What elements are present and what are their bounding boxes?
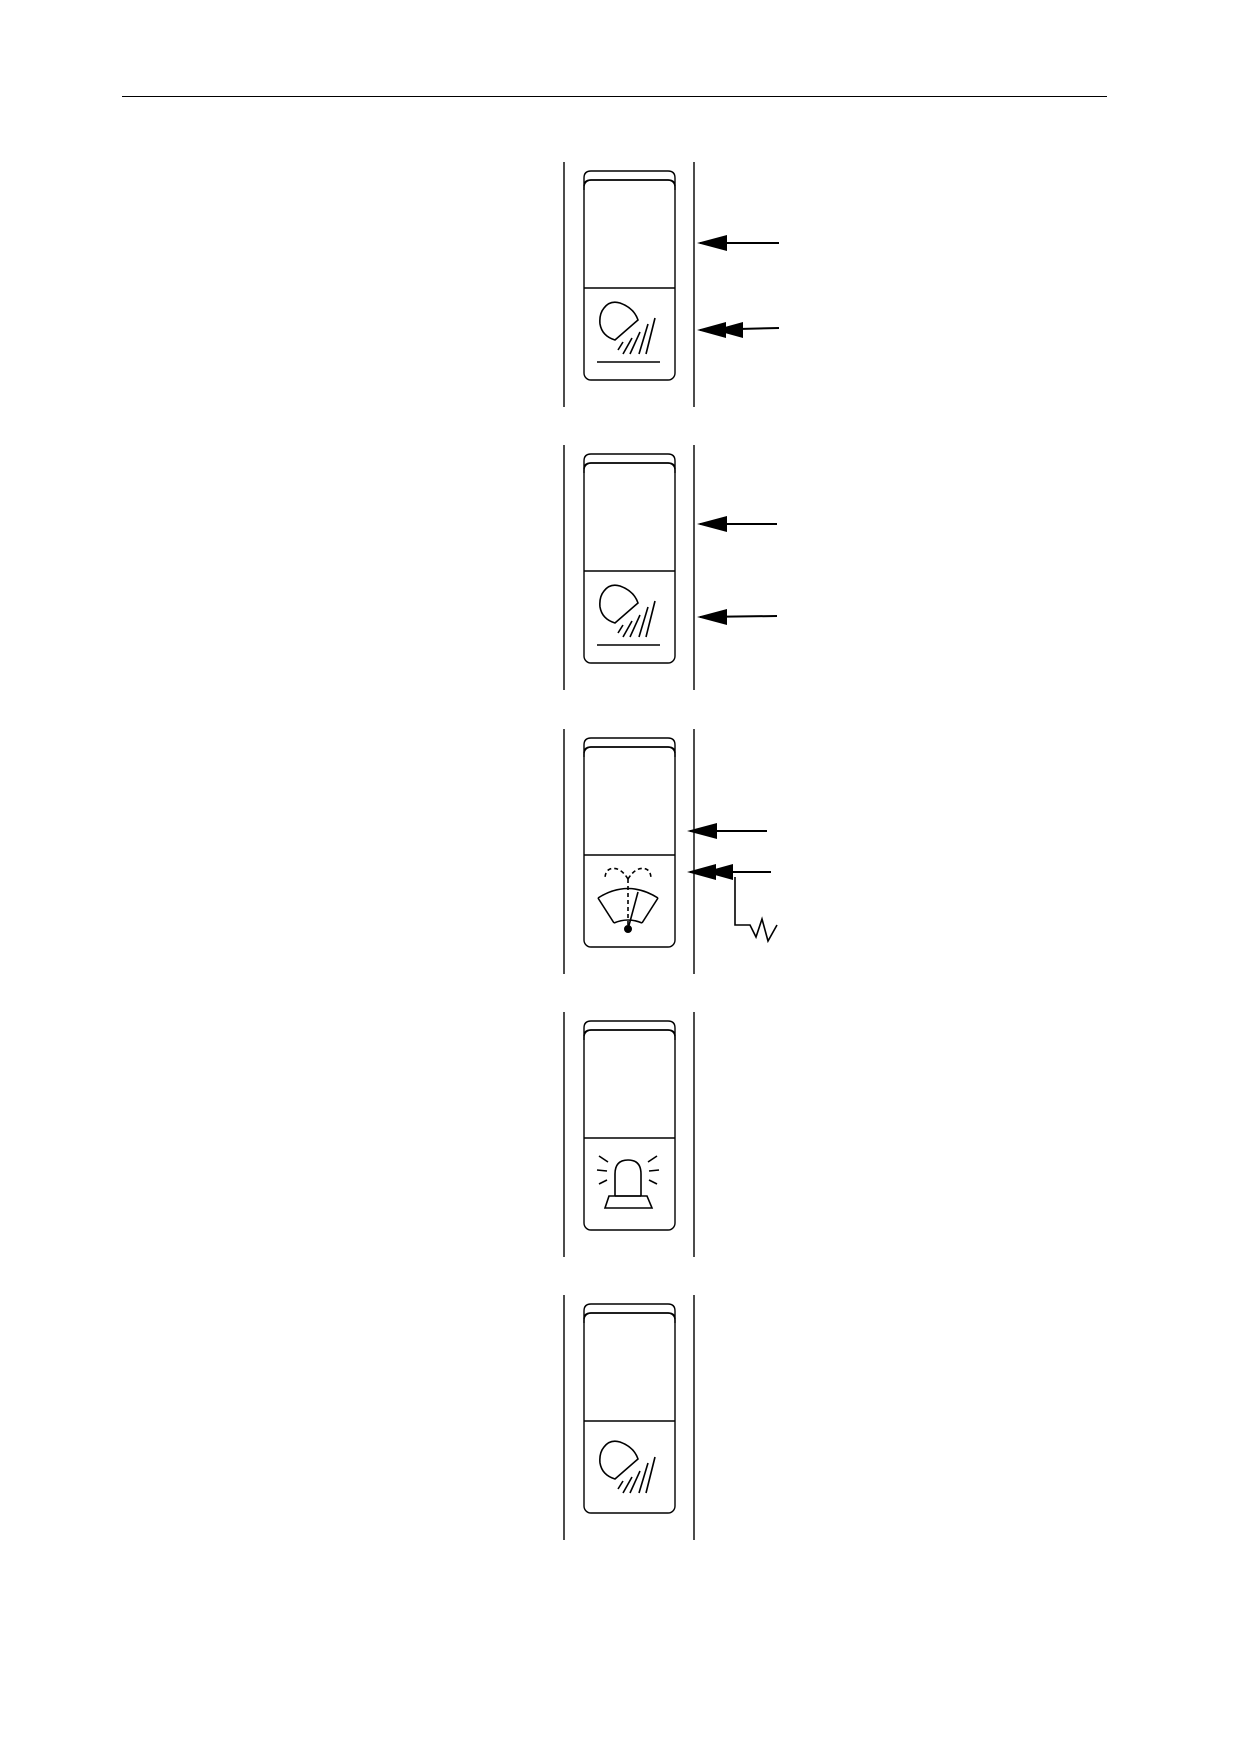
work-light-icon	[599, 1440, 656, 1494]
header-rule	[122, 96, 1107, 97]
single-arrow-lower	[697, 609, 778, 625]
switch-top-cap	[583, 737, 676, 757]
switch-body	[583, 1312, 676, 1514]
switch-body	[583, 179, 676, 381]
switch-top-cap-inner	[583, 1312, 676, 1320]
single-arrow-upper	[687, 823, 767, 839]
beacon-light-icon	[596, 1155, 660, 1209]
work-light-ground-icon	[597, 584, 660, 646]
rocker-switch-1	[0, 162, 1239, 412]
switch-top-cap	[583, 1303, 676, 1323]
switch-top-cap	[583, 453, 676, 473]
double-arrow-lower	[697, 322, 780, 338]
rocker-switch-4	[0, 1012, 1239, 1262]
switch-top-cap	[583, 1020, 676, 1040]
rocker-switch-5	[0, 1295, 1239, 1545]
switch-top-cap	[583, 170, 676, 190]
double-arrow-lower	[687, 864, 771, 880]
flash-symbol	[734, 877, 778, 944]
switch-top-cap-inner	[583, 179, 676, 187]
switch-top-cap-inner	[583, 462, 676, 470]
switch-body	[583, 746, 676, 948]
wiper-washer-icon	[597, 867, 659, 934]
switch-top-cap-inner	[583, 746, 676, 754]
switch-body	[583, 462, 676, 664]
switch-top-cap-inner	[583, 1029, 676, 1037]
single-arrow-upper	[697, 516, 777, 532]
rocker-switch-2	[0, 445, 1239, 695]
single-arrow-upper	[697, 235, 779, 251]
work-light-ground-icon	[597, 301, 660, 363]
switch-body	[583, 1029, 676, 1231]
rocker-switch-3	[0, 729, 1239, 979]
